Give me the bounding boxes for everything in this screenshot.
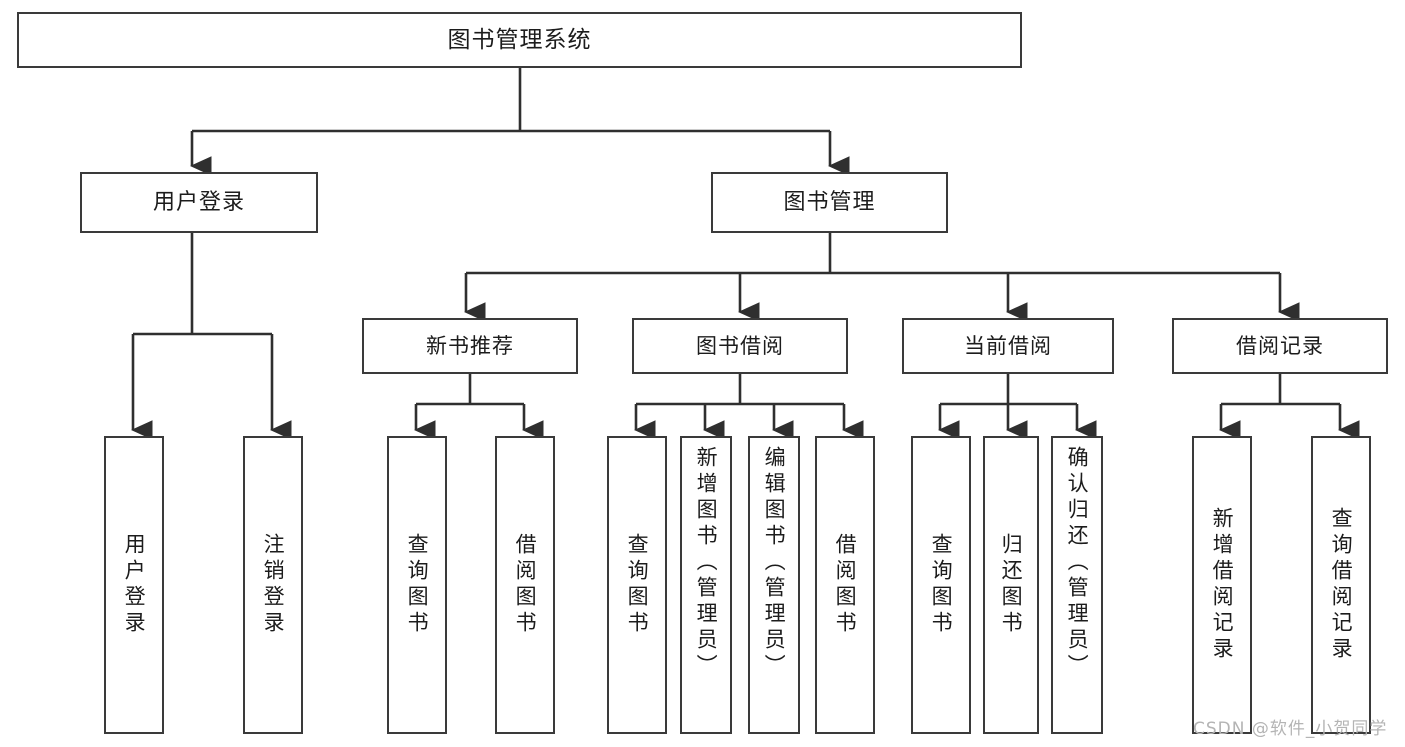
leaf-borrow-add-book-admin[interactable]: 新增图书（管理员） — [680, 436, 732, 734]
node-borrowing-record[interactable]: 借阅记录 — [1172, 318, 1388, 374]
leaf-borrow-query-book[interactable]: 查询图书 — [607, 436, 667, 734]
leaf-borrow-edit-book-admin[interactable]: 编辑图书（管理员） — [748, 436, 800, 734]
leaf-borrow-borrow-book[interactable]: 借阅图书 — [815, 436, 875, 734]
leaf-new-book-query-book[interactable]: 查询图书 — [387, 436, 447, 734]
leaf-user-login-logout[interactable]: 注销登录 — [243, 436, 303, 734]
leaf-user-login-login[interactable]: 用户登录 — [104, 436, 164, 734]
node-user-login[interactable]: 用户登录 — [80, 172, 318, 233]
leaf-current-query-book[interactable]: 查询图书 — [911, 436, 971, 734]
node-book-management[interactable]: 图书管理 — [711, 172, 948, 233]
node-new-book-recommendation[interactable]: 新书推荐 — [362, 318, 578, 374]
node-book-borrowing[interactable]: 图书借阅 — [632, 318, 848, 374]
csdn-watermark: CSDN @软件_小贺同学 — [1193, 719, 1388, 739]
leaf-current-confirm-return-admin[interactable]: 确认归还（管理员） — [1051, 436, 1103, 734]
node-current-borrowing[interactable]: 当前借阅 — [902, 318, 1114, 374]
node-root-book-management-system[interactable]: 图书管理系统 — [17, 12, 1022, 68]
leaf-current-return-book[interactable]: 归还图书 — [983, 436, 1039, 734]
leaf-record-add-borrow-record[interactable]: 新增借阅记录 — [1192, 436, 1252, 734]
leaf-new-book-borrow-book[interactable]: 借阅图书 — [495, 436, 555, 734]
leaf-record-query-borrow-record[interactable]: 查询借阅记录 — [1311, 436, 1371, 734]
